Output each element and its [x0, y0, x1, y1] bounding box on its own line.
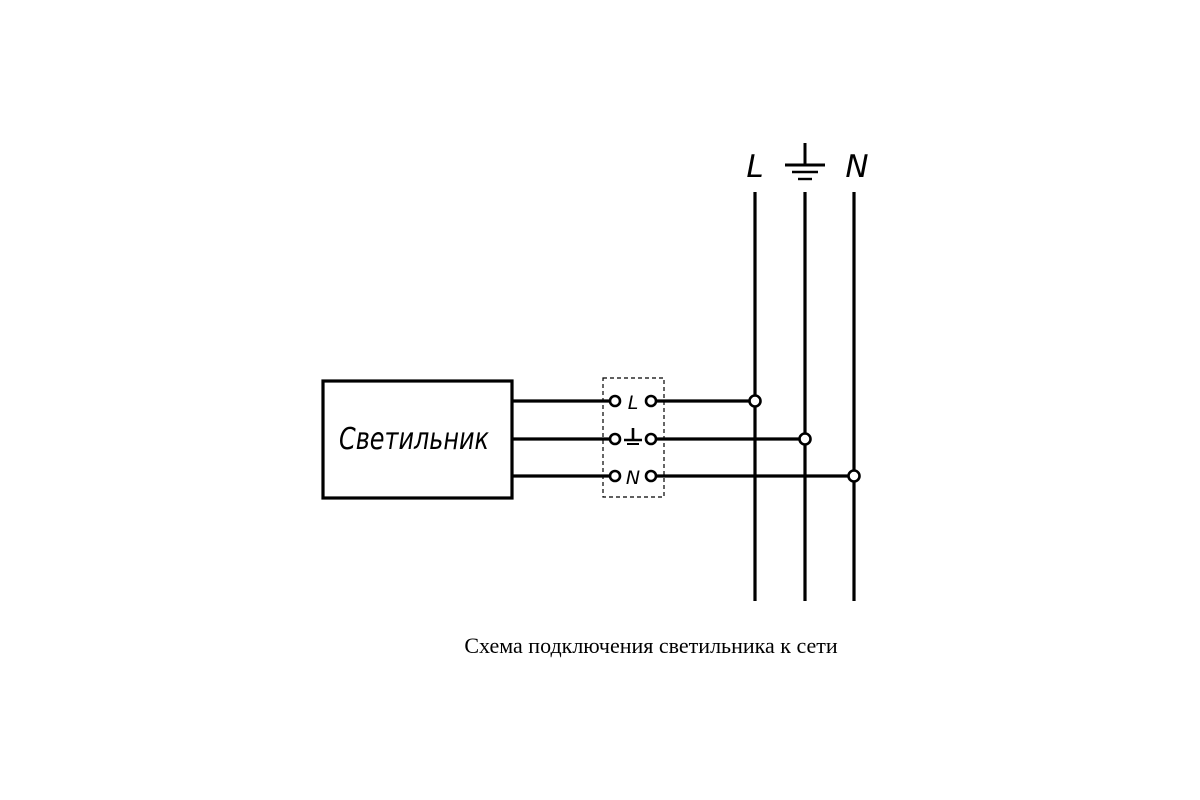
- terminal-phase-in: [608, 394, 622, 408]
- terminal-phase-out: [644, 394, 658, 408]
- terminal-block: L N: [602, 377, 665, 498]
- junction-neutral: [847, 469, 861, 483]
- luminaire-block: Светильник: [321, 379, 514, 500]
- terminal-earth-out: [644, 432, 658, 446]
- bus-earth-icon: [785, 143, 825, 181]
- junction-earth: [798, 432, 812, 446]
- junction-phase: [748, 394, 762, 408]
- bus-neutral-label: N: [845, 149, 868, 185]
- terminal-phase-label: L: [628, 392, 639, 414]
- luminaire-label: Светильник: [339, 422, 489, 457]
- terminal-neutral-label: N: [626, 467, 640, 489]
- terminal-earth-icon: [624, 428, 642, 445]
- terminal-neutral-out: [644, 469, 658, 483]
- diagram-caption: Схема подключения светильника к сети: [464, 633, 837, 658]
- terminal-neutral-in: [608, 469, 622, 483]
- terminal-earth-in: [608, 432, 622, 446]
- luminaire-box: [321, 379, 514, 500]
- bus-phase-label: L: [746, 149, 763, 185]
